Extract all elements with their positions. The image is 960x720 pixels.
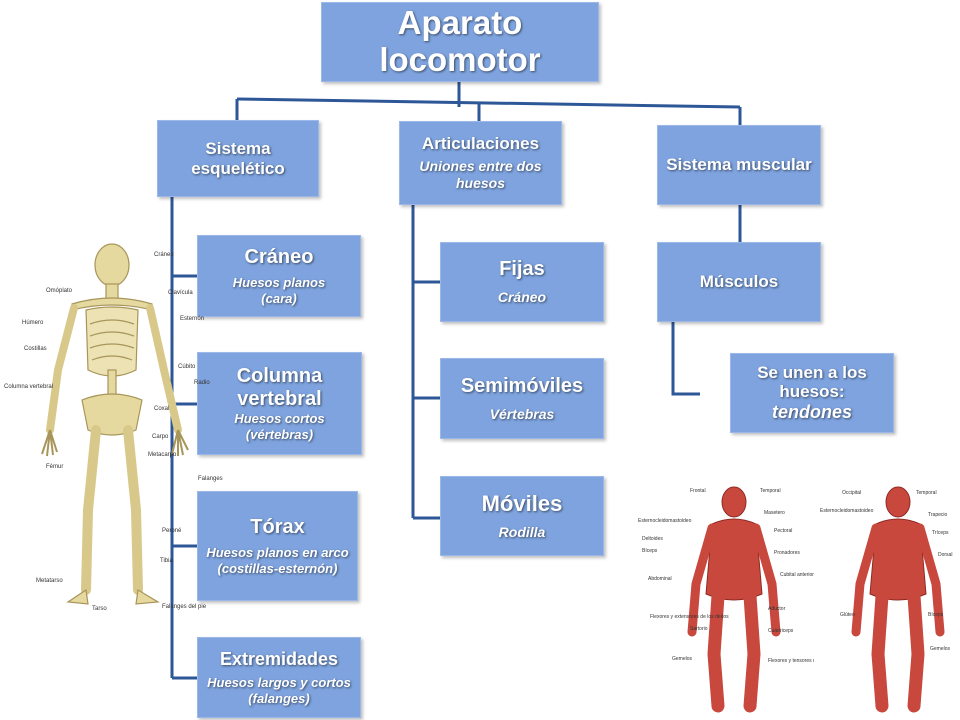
skull-title: Cráneo bbox=[244, 245, 314, 268]
illustration-label: Gemelos bbox=[672, 656, 693, 662]
muscle-figure-back bbox=[851, 486, 945, 713]
fixed-joints-box: Fijas Cráneo bbox=[440, 242, 604, 322]
thorax-title: Tórax bbox=[250, 515, 305, 538]
joints-title: Articulaciones bbox=[421, 134, 540, 154]
limbs-title: Extremidades bbox=[219, 648, 339, 669]
right-arm bbox=[146, 304, 182, 434]
left-foot bbox=[66, 588, 89, 605]
mobile-joints-subtitle: Rodilla bbox=[498, 524, 546, 541]
left-leg bbox=[81, 425, 101, 595]
skeleton-figure bbox=[41, 243, 189, 605]
muscle-figure-front bbox=[687, 486, 781, 713]
illustration-label: Deltoides bbox=[642, 536, 663, 542]
illustration-label: Abdominal bbox=[648, 576, 672, 582]
illustration-label: Esternocleidomastoideo bbox=[820, 508, 874, 514]
root-box: Aparato locomotor bbox=[321, 2, 599, 82]
illustration-label: Gemelos bbox=[930, 646, 951, 652]
right-leg bbox=[123, 425, 143, 595]
illustration-label: Trapecio bbox=[928, 512, 947, 518]
limbs-box: Extremidades Huesos largos y cortos (fal… bbox=[197, 637, 361, 718]
left-hand bbox=[41, 429, 58, 457]
left-arm bbox=[46, 304, 78, 434]
illustration-label: Peroné bbox=[162, 528, 182, 534]
joints-subtitle: Uniones entre dos huesos bbox=[419, 157, 542, 191]
illustration-label: Cuádriceps bbox=[768, 628, 794, 634]
skeletal-box: Sistema esquelético bbox=[157, 120, 319, 197]
semi-joints-subtitle: Vértebras bbox=[489, 405, 555, 422]
tendons-text: Se unen a los huesos: bbox=[757, 362, 867, 402]
illustration-label: Pronadores bbox=[774, 550, 800, 556]
illustration-label: Metacarpo bbox=[148, 452, 177, 458]
illustration-label: Carpo bbox=[152, 434, 169, 440]
spine-box: Columna vertebral Huesos cortos (vértebr… bbox=[197, 352, 362, 455]
illustration-label: Costillas bbox=[24, 346, 47, 352]
illustration-label: Aductor bbox=[768, 606, 786, 612]
illustration-label: Coxal bbox=[154, 406, 169, 412]
illustration-label: Flexores y tensores de los dedos bbox=[768, 658, 814, 664]
illustration-label: Frontal bbox=[690, 488, 706, 494]
joints-box: Articulaciones Uniones entre dos huesos bbox=[399, 121, 562, 205]
illustration-label: Metatarso bbox=[36, 578, 63, 584]
spine-subtitle: Huesos cortos (vértebras) bbox=[234, 410, 325, 442]
thorax-box: Tórax Huesos planos en arco (costillas-e… bbox=[197, 491, 358, 601]
right-hand bbox=[171, 429, 189, 456]
illustration-label: Dorsal bbox=[938, 552, 952, 558]
illustration-label: Húmero bbox=[22, 320, 44, 326]
illustration-label: Clavícula bbox=[168, 290, 193, 296]
thorax-subtitle: Huesos planos en arco (costillas-esternó… bbox=[206, 544, 349, 576]
illustration-label: Flexores y extensores de los dedos bbox=[650, 614, 729, 620]
mobile-joints-title: Móviles bbox=[481, 490, 563, 516]
illustration-label: Pectoral bbox=[774, 528, 792, 534]
semi-joints-title: Semimóviles bbox=[460, 374, 584, 397]
muscles-back-illustration: Occipital TemporalEsternocleidomastoideoT… bbox=[820, 486, 952, 713]
spine-title: Columna vertebral bbox=[236, 364, 323, 410]
illustration-label: Esternón bbox=[180, 316, 204, 322]
illustration-label: Bíceps bbox=[928, 612, 944, 618]
illustration-label: Fémur bbox=[46, 464, 63, 470]
illustration-label: Temporal bbox=[916, 490, 937, 496]
muscular-title: Sistema muscular bbox=[666, 155, 812, 175]
rib-cage bbox=[85, 306, 139, 377]
fixed-joints-title: Fijas bbox=[499, 258, 545, 281]
skull-box: Cráneo Huesos planos (cara) bbox=[197, 235, 361, 317]
muscular-box: Sistema muscular bbox=[657, 125, 821, 205]
right-foot bbox=[135, 589, 160, 605]
skeletal-title: Sistema esquelético bbox=[191, 138, 285, 178]
illustration-label: Falanges del pie bbox=[162, 604, 207, 610]
fixed-joints-subtitle: Cráneo bbox=[497, 289, 547, 306]
illustration-label: Radio bbox=[194, 380, 210, 386]
illustration-label: Tarso bbox=[92, 606, 107, 612]
illustration-label: Glúteo bbox=[840, 612, 855, 618]
limbs-subtitle: Huesos largos y cortos (falanges) bbox=[207, 675, 351, 706]
illustration-label: Tibia bbox=[160, 558, 173, 564]
illustration-label: Cubital anterior bbox=[780, 572, 814, 578]
illustration-label: Cúbito bbox=[178, 364, 196, 370]
skull-bone bbox=[94, 243, 130, 287]
illustration-label: Masetero bbox=[764, 510, 785, 516]
tendons-word: tendones bbox=[771, 401, 852, 422]
semi-joints-box: Semimóviles Vértebras bbox=[440, 358, 604, 439]
illustration-label: Bíceps bbox=[642, 548, 658, 554]
illustration-label: Columna vertebral bbox=[4, 384, 53, 390]
illustration-label: Cráneo bbox=[154, 252, 174, 258]
illustration-label: Occipital bbox=[842, 490, 861, 496]
illustration-label: Omóplato bbox=[46, 288, 73, 294]
pelvis bbox=[81, 393, 143, 436]
illustration-label: Esternocleidomastoideo bbox=[638, 518, 692, 524]
skull-subtitle: Huesos planos (cara) bbox=[232, 274, 326, 306]
mobile-joints-box: Móviles Rodilla bbox=[440, 476, 604, 556]
tendons-box: Se unen a los huesos: tendones bbox=[730, 353, 894, 433]
illustration-label: Temporal bbox=[760, 488, 781, 494]
muscles-title: Músculos bbox=[699, 272, 779, 292]
illustration-label: Sartorio bbox=[690, 626, 708, 632]
root-title: Aparato locomotor bbox=[379, 4, 541, 78]
muscles-front-illustration: Frontal TemporalMaseteroEsternocleidomast… bbox=[638, 486, 814, 713]
illustration-label: Falanges de la mano bbox=[198, 476, 224, 482]
illustration-label: Tríceps bbox=[932, 530, 949, 536]
muscles-box: Músculos bbox=[657, 242, 821, 322]
